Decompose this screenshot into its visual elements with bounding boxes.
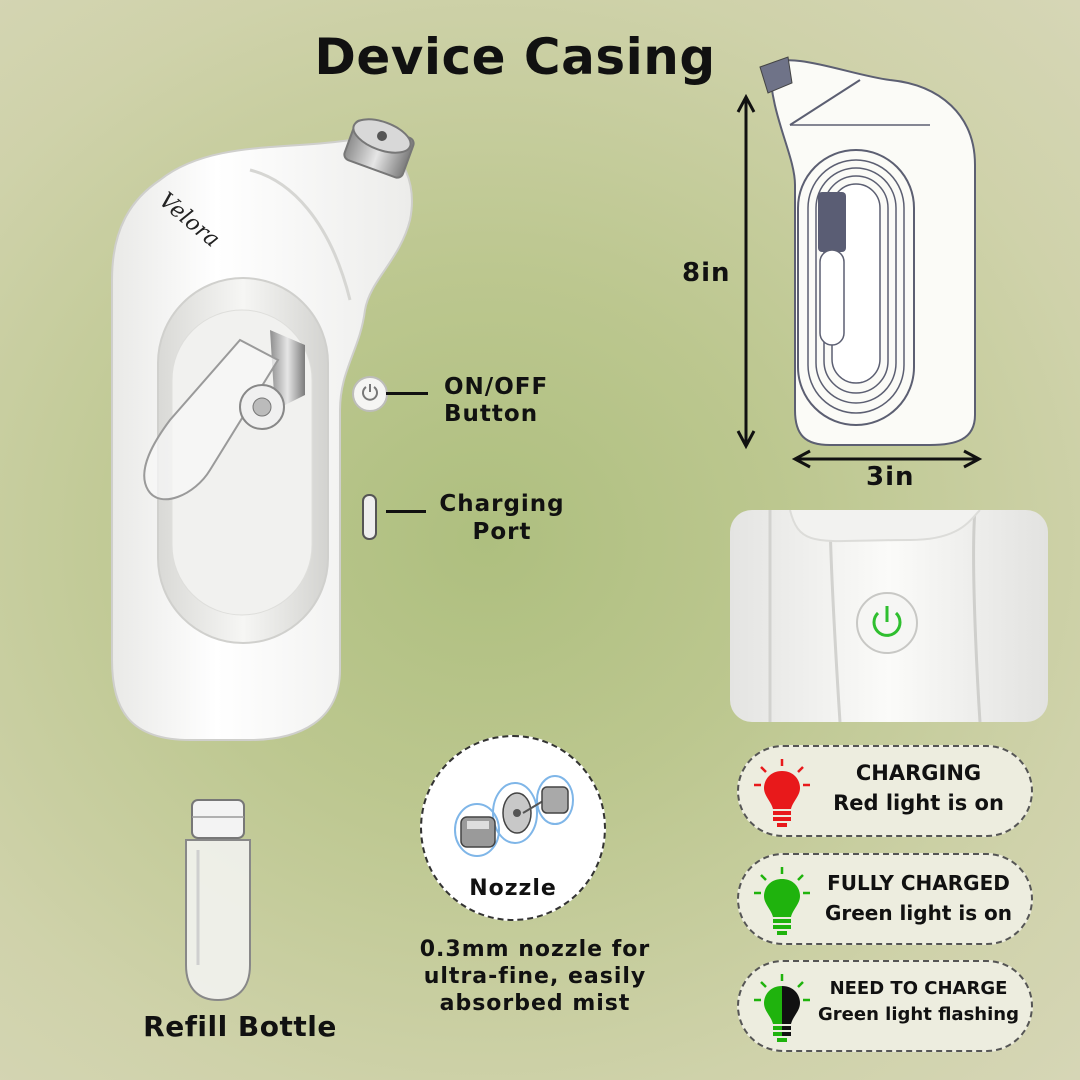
nozzle-caption-line-2: ultra-fine, easily [423, 964, 647, 989]
status-fully-charged-desc: Green light is on [824, 901, 1013, 925]
width-dimension-label: 3in [866, 462, 915, 492]
nozzle-caption: 0.3mm nozzle for ultra-fine, easily abso… [385, 936, 685, 1017]
device-side-sketch [736, 56, 983, 469]
status-fully-charged-title: FULLY CHARGED [827, 871, 1010, 895]
onoff-label-line-1: ON/OFF [444, 374, 549, 400]
bulb-icon [754, 867, 810, 935]
nozzle-caption-line-1: 0.3mm nozzle for [419, 937, 651, 962]
bulb-icon [754, 759, 810, 827]
bulb-icon [754, 974, 810, 1042]
height-dimension-label: 8in [682, 258, 731, 288]
charging-port-label: Charging Port [432, 490, 572, 546]
onoff-leader-line [386, 392, 428, 395]
onoff-label: ON/OFF Button [444, 374, 548, 428]
status-charging: CHARGING Red light is on [737, 745, 1033, 837]
nozzle-caption-line-3: absorbed mist [439, 991, 631, 1016]
device-main-image [111, 118, 415, 741]
refill-bottle-image [185, 799, 251, 1002]
status-need-to-charge-title: NEED TO CHARGE [829, 978, 1008, 999]
charging-port-label-line-2: Port [472, 519, 532, 545]
power-icon [362, 384, 378, 401]
power-button-closeup [730, 510, 1048, 722]
status-fully-charged: FULLY CHARGED Green light is on [737, 853, 1033, 945]
status-charging-desc: Red light is on [833, 791, 1004, 815]
refill-bottle-label: Refill Bottle [143, 1010, 337, 1043]
onoff-label-line-2: Button [444, 401, 539, 427]
page-title: Device Casing [314, 28, 716, 86]
status-need-to-charge: NEED TO CHARGE Green light flashing [737, 960, 1033, 1052]
nozzle-parts-image [454, 775, 574, 857]
status-charging-title: CHARGING [855, 761, 982, 785]
nozzle-label: Nozzle [469, 876, 557, 901]
status-need-to-charge-desc: Green light flashing [818, 1004, 1019, 1025]
charging-port-label-line-1: Charging [439, 491, 565, 517]
charging-port-leader-line [386, 510, 426, 513]
